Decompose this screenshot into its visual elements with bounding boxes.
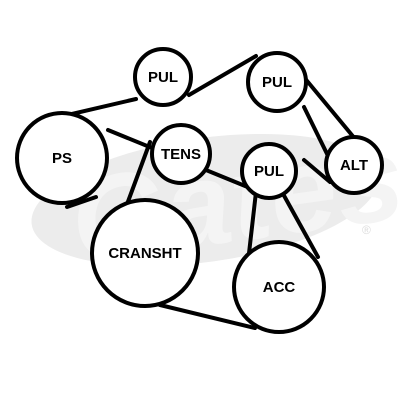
pulley-label: PUL: [148, 69, 178, 86]
pulley-circle: [150, 123, 212, 185]
pulley-label: CRANSHT: [108, 245, 181, 262]
pulley-cransht: CRANSHT: [90, 198, 200, 308]
pulley-circle: [133, 47, 193, 107]
pulley-pul-mid: PUL: [240, 142, 298, 200]
pulley-label: TENS: [161, 146, 201, 163]
pulley-acc: ACC: [232, 240, 326, 334]
pulley-circle: [240, 142, 298, 200]
pulley-circle: [232, 240, 326, 334]
pulley-circle: [90, 198, 200, 308]
belt-segment-ps-to-cransht: [65, 195, 98, 209]
belt-segment-alt-to-pul-mid: [302, 158, 332, 184]
belt-segment-tens-to-cransht: [124, 140, 152, 209]
belt-segment-cransht-to-acc: [158, 303, 257, 330]
pulley-label: ACC: [263, 279, 296, 296]
pulley-circle: [15, 111, 109, 205]
pulley-pul-top: PUL: [133, 47, 193, 107]
pulley-alt: ALT: [324, 135, 384, 195]
pulley-circle: [324, 135, 384, 195]
belt-segment-pul-top-to-pul-right: [187, 54, 258, 97]
pulley-label: PUL: [254, 163, 284, 180]
pulley-ps: PS: [15, 111, 109, 205]
belt-segment-pul-mid-left-to-acc: [246, 190, 258, 264]
watermark-registered-mark: ®: [362, 223, 371, 237]
belt-segment-pul-mid-right-to-acc: [280, 190, 320, 259]
pulley-label: PS: [52, 150, 72, 167]
pulley-pul-right: PUL: [246, 51, 308, 113]
pulley-tens: TENS: [150, 123, 212, 185]
pulley-label: PUL: [262, 74, 292, 91]
pulley-label: ALT: [340, 157, 368, 174]
pulley-circle: [246, 51, 308, 113]
